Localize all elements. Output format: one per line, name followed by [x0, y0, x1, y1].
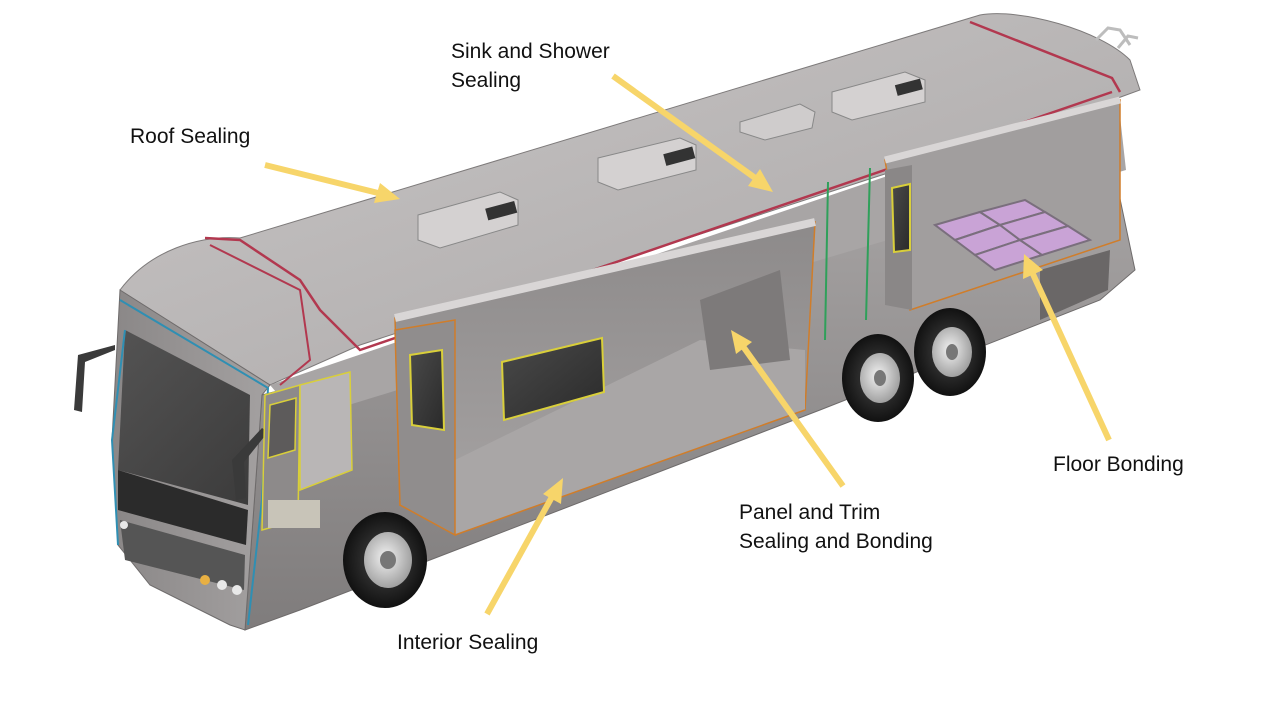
slideout-window [408, 348, 446, 432]
shower-seal-line [824, 167, 871, 341]
interior-window [500, 336, 606, 422]
rear-vent [1040, 250, 1110, 320]
arrow-sink-shower [611, 73, 760, 183]
slideout-floor [455, 340, 805, 535]
door-window [267, 397, 297, 460]
headlight [200, 575, 210, 585]
headlight [232, 585, 242, 595]
label-roof-sealing: Roof Sealing [130, 125, 251, 148]
label-line: Panel and Trim [739, 501, 881, 524]
label-line: Sealing [451, 69, 522, 92]
arrow-panel-trim [739, 343, 846, 488]
slideout-top-trim [394, 218, 816, 322]
label-interior-sealing: Interior Sealing [397, 631, 539, 654]
roof-ac-units [417, 71, 926, 249]
front-wheel [343, 512, 427, 608]
cab-interior [299, 371, 353, 492]
floor-tiles [932, 198, 1093, 272]
arrowhead-interior-sealing [543, 478, 563, 504]
arrowhead-panel-trim [731, 330, 752, 354]
windshield [118, 330, 250, 505]
rear-slideout-top-trim [884, 96, 1121, 164]
label-sink-and-shower-sealing: Sink and Shower Sealing [451, 37, 610, 95]
headlight [120, 521, 128, 529]
arrow-floor-bonding [1029, 270, 1112, 442]
roof-rails [1094, 26, 1139, 49]
front-bumper [120, 520, 245, 590]
arrowhead-roof-sealing [374, 183, 400, 203]
label-floor-bonding: Floor Bonding [1053, 453, 1184, 476]
rv-body [74, 13, 1141, 631]
interior-seal-line [454, 409, 806, 536]
side-mirror [232, 428, 268, 500]
callout-arrows [264, 73, 1112, 616]
label-line: Sink and Shower [451, 40, 610, 63]
headlight [217, 580, 227, 590]
label-panel-and-trim-sealing: Panel and Trim Sealing and Bonding [739, 498, 933, 556]
side-mirror [74, 345, 115, 412]
front-grille [118, 470, 248, 545]
arrowhead-sink-shower [748, 169, 773, 192]
interior-shelf [700, 270, 790, 370]
arrow-interior-sealing [484, 493, 556, 616]
label-line: Sealing and Bonding [739, 530, 933, 553]
rear-window [890, 182, 911, 254]
rear-wheel [842, 334, 914, 422]
rear-wheel [914, 308, 986, 396]
arrowhead-floor-bonding [1023, 254, 1043, 279]
step-grate [268, 500, 320, 528]
arrow-roof-sealing [264, 162, 383, 197]
roof-seal-line [209, 244, 312, 386]
